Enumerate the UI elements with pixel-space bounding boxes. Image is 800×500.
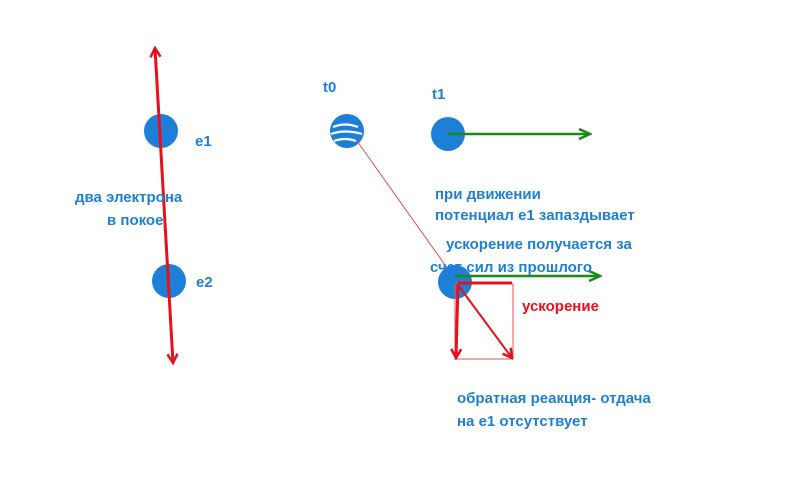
lag-caption-line2: потенциал е1 запаздывает <box>435 207 635 224</box>
force-vertical <box>456 283 458 358</box>
electron-e2-moving <box>438 265 472 299</box>
rest-caption-line2: в покое <box>107 212 163 229</box>
t0-stripes <box>330 123 363 143</box>
lag-caption-line1: при движении <box>435 186 541 203</box>
retarded-potential-line <box>356 140 456 280</box>
accel-note-line2: счет сил из прошлого <box>430 259 592 276</box>
label-e2-rest: е2 <box>196 274 213 291</box>
label-t1: t1 <box>432 86 445 103</box>
rest-caption-line1: два электрона <box>75 189 183 206</box>
acceleration-arrow <box>457 284 512 358</box>
reaction-caption-line1: обратная реакция- отдача <box>457 390 651 407</box>
label-t0: t0 <box>323 79 336 96</box>
accel-note-line1: ускорение получается за <box>446 236 632 253</box>
reaction-caption-line2: на е1 отсутствует <box>457 413 588 430</box>
label-e1-rest: е1 <box>195 133 212 150</box>
label-acceleration: ускорение <box>522 298 599 315</box>
repulsion-arrow <box>155 48 173 363</box>
